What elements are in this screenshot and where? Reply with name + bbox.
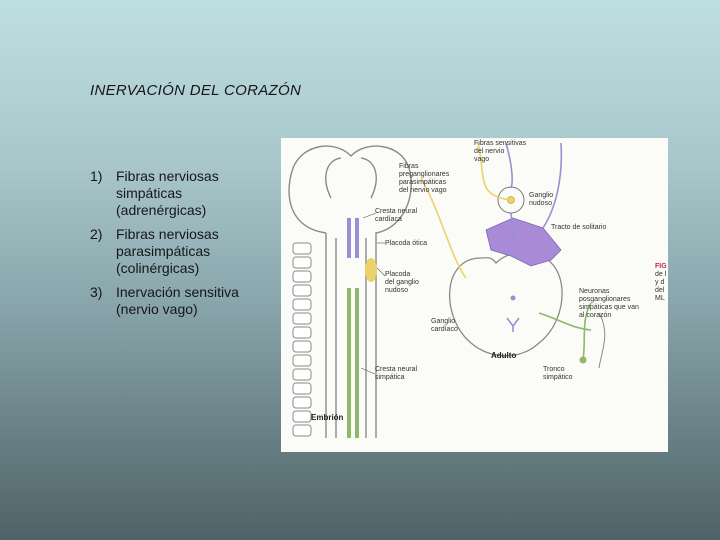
- vagal-preganglionic: [505, 142, 563, 249]
- anatomy-illustration: [288, 142, 606, 438]
- caption-fig: FIG: [655, 263, 667, 270]
- list-item-number: 2): [90, 226, 103, 242]
- list-item-text: Fibras nerviosas parasimpáticas (colinér…: [116, 226, 219, 276]
- label-otic-placode: Placoda ótica: [385, 240, 428, 247]
- label-sympathetic-trunk: Tronco simpático: [543, 366, 573, 381]
- list-item-number: 1): [90, 168, 103, 184]
- heart-plexus: [485, 217, 562, 267]
- label-cardiac-ganglion: Ganglio cardíaco: [431, 318, 458, 333]
- list-item-text: Fibras nerviosas simpáticas (adrenérgica…: [116, 168, 219, 218]
- slide-title: INERVACIÓN DEL CORAZÓN: [90, 82, 302, 99]
- caption-fragment: de l y d del ML: [655, 271, 667, 302]
- somites: [292, 242, 312, 437]
- nodose-placode: [365, 258, 377, 282]
- label-postganglionic: Neuronas posganglionares simpáticas que …: [579, 288, 639, 319]
- label-sensory-fibers: Fibras sensitivas del nervio vago: [474, 140, 527, 163]
- label-solitary-tract: Tracto de solitario: [551, 224, 607, 231]
- label-preganglionic: Fibras preganglionares parasimpáticas de…: [399, 163, 450, 194]
- label-nodose-ganglion: Ganglio nudoso: [529, 192, 554, 207]
- sensory-fibers: [420, 142, 512, 279]
- sympathetic-neural-crest: [347, 288, 359, 438]
- label-neural-crest-cardiac: Cresta neural cardíaca: [375, 208, 418, 223]
- leader-lines: [360, 212, 386, 375]
- list-item: 1) Fibras nerviosas simpáticas (adrenérg…: [90, 168, 275, 219]
- list-item-number: 3): [90, 284, 103, 300]
- list-item: 3) Inervación sensitiva (nervio vago): [90, 284, 275, 318]
- label-neural-crest-sympathetic: Cresta neural simpática: [375, 366, 418, 381]
- list-item: 2) Fibras nerviosas parasimpáticas (coli…: [90, 226, 275, 277]
- label-adult: Adulto: [491, 351, 517, 360]
- cardiac-ganglion-node: [506, 317, 520, 332]
- sympathetic-trunk-path: [538, 302, 592, 361]
- label-nodose-placode: Placoda del ganglio nudoso: [385, 271, 419, 294]
- heart-innervation-figure: Fibras sensitivas del nervio vago Fibras…: [281, 138, 668, 452]
- label-embryo: Embrión: [311, 413, 344, 422]
- list-item-text: Inervación sensitiva (nervio vago): [116, 284, 239, 317]
- cardiac-neural-crest: [347, 218, 359, 258]
- heart-outline: [449, 251, 563, 357]
- topic-list: 1) Fibras nerviosas simpáticas (adrenérg…: [90, 168, 275, 325]
